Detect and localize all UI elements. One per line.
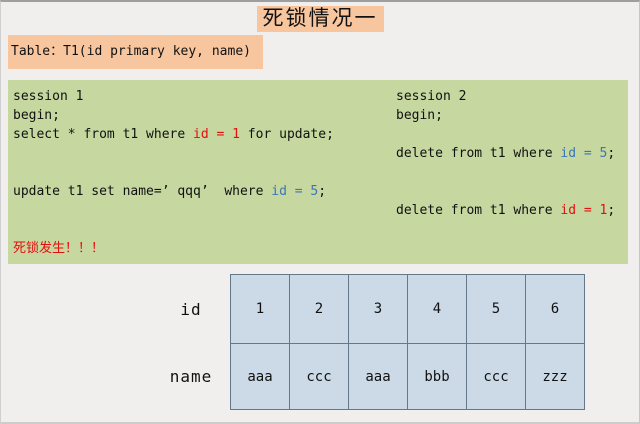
- session-1-line: session 1: [13, 87, 396, 106]
- highlighted-sql-text: id = 1: [560, 203, 608, 218]
- session-1-line: [13, 201, 396, 220]
- grid-cell: zzz: [525, 343, 585, 410]
- session-row: update t1 set name=’ qqq’ where id = 5;: [13, 182, 628, 201]
- session-2-line: begin;: [396, 106, 628, 125]
- session-row: delete from t1 where id = 5;: [13, 144, 628, 163]
- grid-cell: 2: [289, 274, 349, 344]
- sql-text: begin;: [396, 108, 443, 123]
- sql-text: session 1: [13, 89, 84, 104]
- grid-cell: aaa: [230, 343, 290, 410]
- grid-cell: 1: [230, 274, 290, 344]
- session-1-line: [13, 144, 396, 163]
- session-row: delete from t1 where id = 1;: [13, 201, 628, 220]
- page-title: 死锁情况一: [256, 6, 384, 32]
- grid-cell: aaa: [348, 343, 408, 410]
- session-1-line: 死锁发生！！！: [13, 239, 396, 258]
- grid-cell: ccc: [289, 343, 349, 410]
- session-2-line: [396, 163, 628, 182]
- session-2-line: [396, 182, 628, 201]
- grid-row-label: id: [180, 299, 202, 319]
- highlighted-sql-text: id = 5: [560, 146, 608, 161]
- session-1-line: select * from t1 where id = 1 for update…: [13, 125, 396, 144]
- grid-cell: 3: [348, 274, 408, 344]
- sql-text: delete from t1 where: [396, 146, 561, 161]
- grid-cell: 4: [407, 274, 467, 344]
- highlighted-sql-text: 死锁发生！！！: [13, 241, 105, 256]
- session-row: 死锁发生！！！: [13, 239, 628, 258]
- session-row: session 1 session 2: [13, 87, 628, 106]
- session-row: [13, 163, 628, 182]
- sql-text: for update;: [239, 127, 334, 142]
- session-2-line: [396, 125, 628, 144]
- table-definition-label: Table：T1(id primary key, name): [8, 35, 263, 69]
- sql-text: session 2: [396, 89, 467, 104]
- highlighted-sql-text: id = 1: [193, 127, 240, 142]
- session-1-line: update t1 set name=’ qqq’ where id = 5;: [13, 182, 396, 201]
- sql-text: ;: [607, 203, 616, 218]
- grid-cell: 5: [466, 274, 526, 344]
- grid-cell: bbb: [407, 343, 467, 410]
- sql-text: update t1 set name=’ qqq’ where: [13, 184, 272, 199]
- sql-text: begin;: [13, 108, 60, 123]
- grid-cell: ccc: [466, 343, 526, 410]
- session-2-line: delete from t1 where id = 5;: [396, 144, 628, 163]
- session-row: select * from t1 where id = 1 for update…: [13, 125, 628, 144]
- grid-cell: 6: [525, 274, 585, 344]
- session-row: begin; begin;: [13, 106, 628, 125]
- session-1-line: [13, 163, 396, 182]
- session-2-line: [396, 239, 628, 258]
- session-1-line: begin;: [13, 106, 396, 125]
- session-1-line: [13, 220, 396, 239]
- grid-row-label: name: [169, 367, 213, 386]
- sql-text: delete from t1 where: [396, 203, 561, 218]
- highlighted-sql-text: id = 5: [271, 184, 319, 199]
- session-2-line: [396, 220, 628, 239]
- sql-text: select * from t1 where: [13, 127, 194, 142]
- session-2-line: delete from t1 where id = 1;: [396, 201, 628, 220]
- sql-text: ;: [318, 184, 327, 199]
- session-2-line: session 2: [396, 87, 628, 106]
- title-band: 死锁情况一: [1, 6, 639, 32]
- session-row: [13, 220, 628, 239]
- sql-text: ;: [607, 146, 616, 161]
